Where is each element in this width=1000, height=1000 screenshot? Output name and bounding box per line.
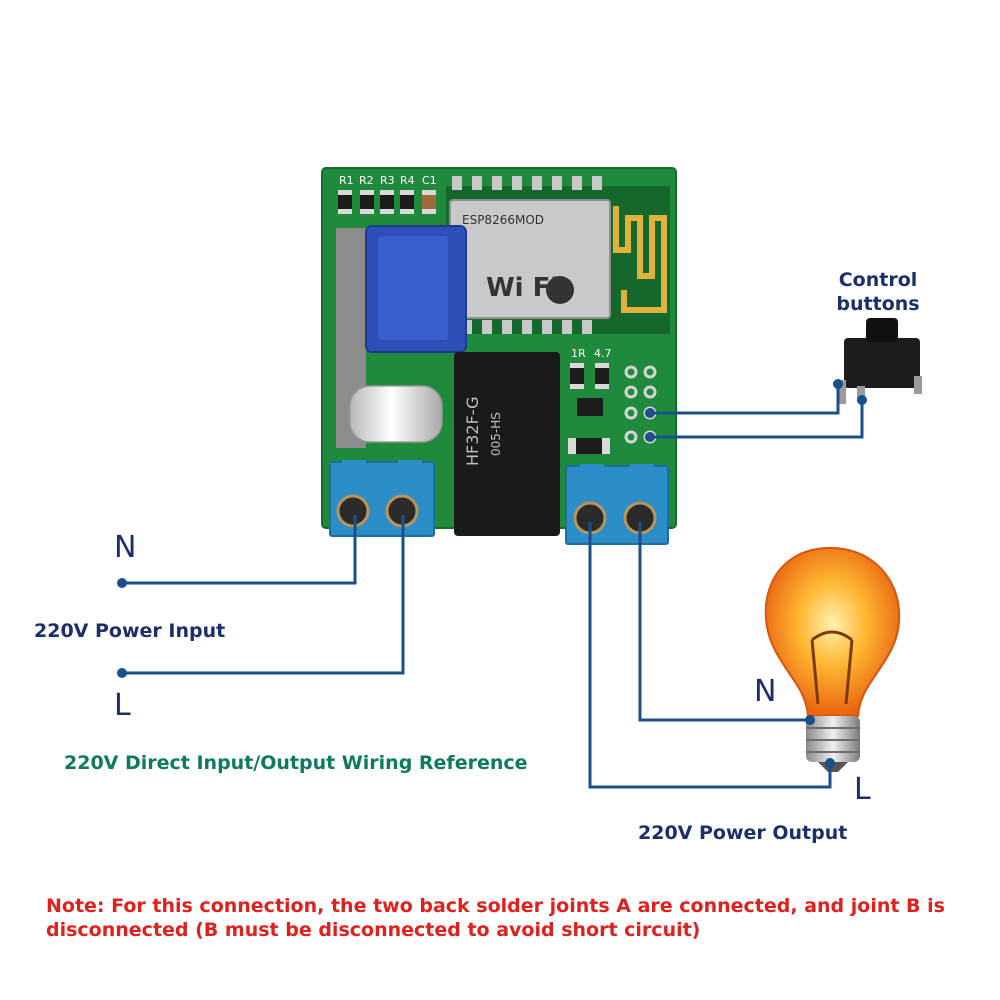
note-line-2: disconnected (B must be disconnected to …	[46, 919, 701, 941]
input-l-label: L	[114, 688, 131, 723]
wire-output-n	[638, 522, 810, 722]
output-n-label: N	[754, 674, 777, 709]
silk-c1: C1	[422, 174, 437, 187]
input-n-label: N	[114, 530, 137, 565]
input-terminal-block	[329, 460, 435, 537]
control-buttons-label: Control buttons	[834, 268, 922, 316]
control-buttons-line2: buttons	[836, 293, 920, 315]
wire-button-1	[650, 384, 840, 415]
wire-input-l	[122, 515, 405, 675]
note-text: Note: For this connection, the two back …	[46, 894, 945, 942]
note-line-1: Note: For this connection, the two back …	[46, 895, 945, 917]
input-screw-n[interactable]	[336, 494, 370, 528]
wires	[122, 384, 864, 789]
wiring-reference-title: 220V Direct Input/Output Wiring Referenc…	[64, 752, 528, 774]
silk-r4: R4	[400, 174, 415, 187]
esp-module: ESP8266MOD Wi Fi	[446, 176, 670, 334]
electrolytic-capacitor	[349, 385, 443, 443]
board-silkscreen: R1 R2 R3 R4 C1 1R 4.7	[339, 174, 612, 360]
pcb-antenna-icon	[613, 206, 667, 313]
relay-label-1: HF32F-G	[463, 396, 482, 466]
power-input-label: 220V Power Input	[34, 620, 226, 642]
module-label: ESP8266MOD	[462, 213, 544, 227]
control-push-button	[838, 318, 922, 404]
wire-input-n	[122, 515, 357, 585]
wire-output-l	[588, 522, 832, 789]
silk-r2: R2	[359, 174, 374, 187]
relay: HF32F-G 005-HS	[454, 352, 560, 536]
silk-47: 4.7	[594, 347, 612, 360]
relay-board: R1 R2 R3 R4 C1 1R 4.7	[321, 167, 677, 545]
silk-r3: R3	[380, 174, 395, 187]
transformer	[336, 225, 467, 448]
smd-resistors	[338, 190, 610, 454]
relay-label-2: 005-HS	[489, 412, 503, 456]
wire-endpoints	[117, 379, 867, 768]
power-output-label: 220V Power Output	[638, 822, 848, 844]
silk-r1: R1	[339, 174, 354, 187]
wire-button-2	[650, 400, 864, 439]
silk-1r: 1R	[571, 347, 586, 360]
output-l-label: L	[854, 772, 871, 807]
light-bulb-icon	[764, 546, 901, 772]
control-buttons-line1: Control	[838, 269, 918, 291]
espressif-logo-icon	[546, 276, 574, 304]
output-terminal-block	[565, 464, 669, 545]
